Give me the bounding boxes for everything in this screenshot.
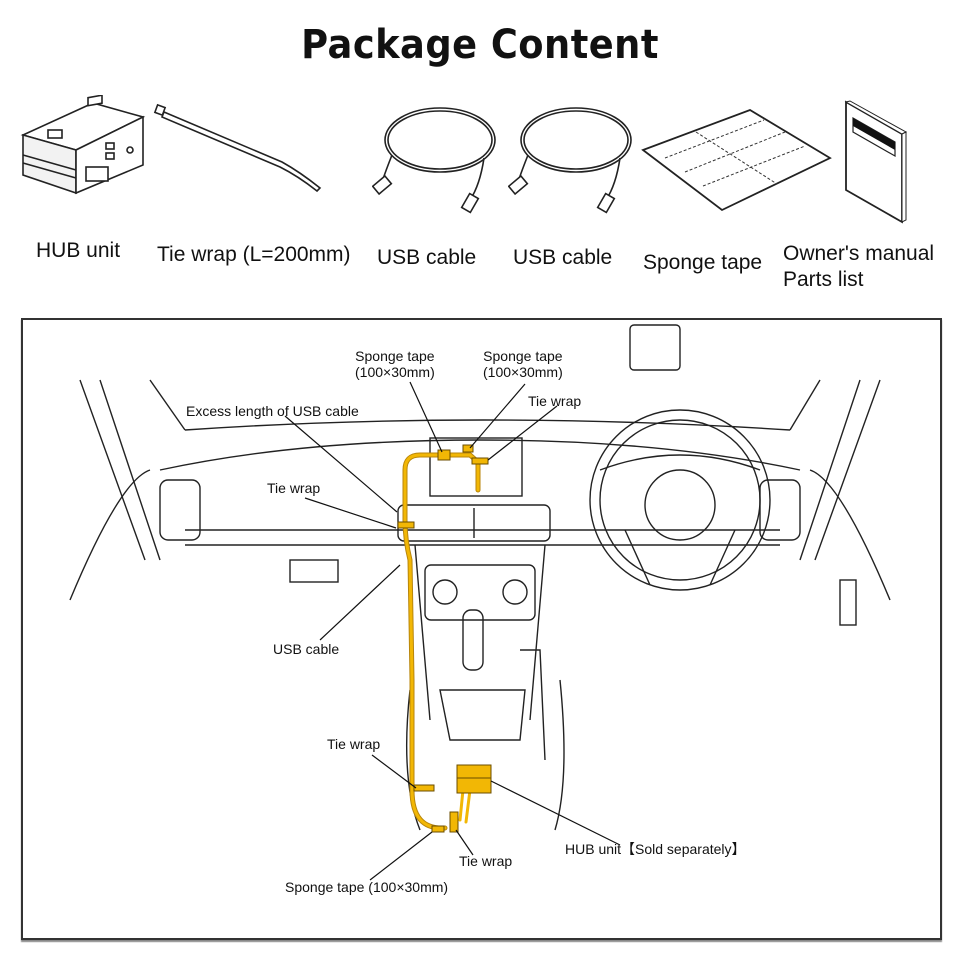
page-title: Package Content	[301, 22, 659, 68]
callout-hub-unit: HUB unit【Sold separately】	[565, 841, 746, 857]
item-label-owners-manual: Owner's manual	[783, 242, 935, 265]
sponge-tape-marker	[437, 449, 451, 461]
callout-sponge-tape-bottom: Sponge tape (100×30mm)	[285, 879, 449, 895]
tie-wrap-marker	[397, 521, 415, 529]
callout-tie-wrap-bottom: Tie wrap	[459, 853, 513, 869]
callout-tie-wrap-console: Tie wrap	[327, 736, 381, 752]
usb-cable-icon	[508, 107, 632, 214]
callout-tie-wrap-dash: Tie wrap	[267, 480, 321, 496]
callout-sponge-tape-1: Sponge tape(100×30mm)	[355, 348, 435, 380]
hub-unit-marker	[456, 764, 492, 794]
owners-manual-icon	[844, 100, 908, 224]
item-label-usb-cable-1: USB cable	[377, 246, 477, 269]
sponge-tape-icon	[641, 109, 832, 212]
item-label-parts-list: Parts list	[783, 268, 864, 291]
callout-usb-cable: USB cable	[273, 641, 340, 657]
callout-excess-length: Excess length of USB cable	[186, 403, 359, 419]
hub-unit-icon	[20, 95, 146, 195]
item-label-usb-cable-2: USB cable	[513, 246, 613, 269]
item-label-tie-wrap: Tie wrap (L=200mm)	[157, 243, 351, 266]
sponge-tape-marker	[431, 825, 445, 833]
sponge-tape-marker	[462, 444, 474, 453]
tie-wrap-marker	[471, 457, 489, 465]
tie-wrap-marker	[413, 784, 435, 792]
tie-wrap-icon	[153, 103, 322, 193]
usb-cable-icon	[372, 107, 496, 214]
tie-wrap-marker	[449, 811, 459, 833]
item-label-hub-unit: HUB unit	[36, 239, 121, 262]
item-label-sponge-tape: Sponge tape	[643, 251, 763, 274]
callout-tie-wrap-screen: Tie wrap	[528, 393, 582, 409]
callout-sponge-tape-2: Sponge tape(100×30mm)	[483, 348, 563, 380]
installation-diagram-frame	[21, 318, 942, 940]
